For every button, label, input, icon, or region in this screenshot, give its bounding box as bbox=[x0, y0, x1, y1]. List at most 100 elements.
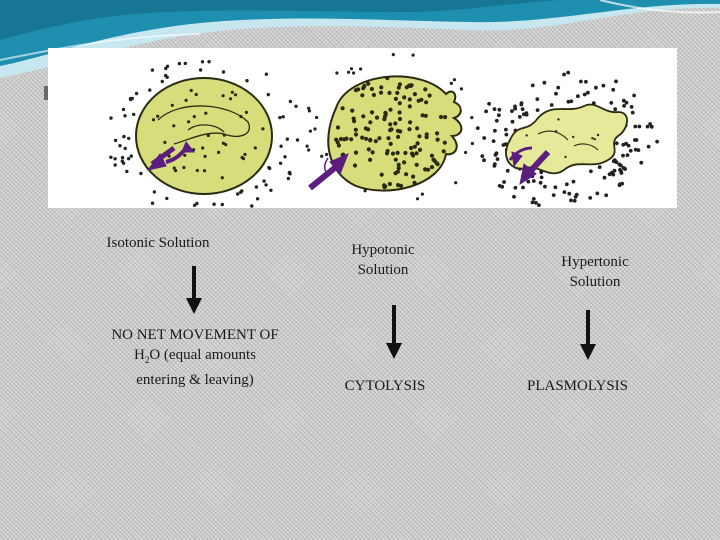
solute-dot bbox=[264, 183, 267, 186]
cytoplasm-dot bbox=[380, 173, 384, 177]
cytoplasm-dot bbox=[385, 76, 389, 80]
cytoplasm-dot bbox=[361, 86, 365, 90]
cytoplasm-dot bbox=[204, 155, 207, 158]
cytoplasm-dot bbox=[377, 136, 381, 140]
cytoplasm-dot bbox=[417, 99, 421, 103]
cytoplasm-dot bbox=[354, 132, 358, 136]
solute-dot bbox=[184, 62, 187, 65]
cytoplasm-dot bbox=[398, 110, 402, 114]
cytoplasm-dot bbox=[353, 163, 357, 167]
cytoplasm-dot bbox=[402, 160, 406, 164]
solute-dot bbox=[498, 108, 502, 112]
solute-dot bbox=[631, 111, 635, 115]
cytoplasm-dot bbox=[591, 137, 593, 139]
cytoplasm-dot bbox=[395, 91, 399, 95]
cytoplasm-dot bbox=[368, 158, 372, 162]
solute-dot bbox=[536, 108, 540, 112]
cytoplasm-dot bbox=[430, 154, 434, 158]
cytoplasm-dot bbox=[407, 127, 411, 131]
solute-dot bbox=[161, 80, 164, 83]
solute-dot bbox=[250, 204, 253, 207]
solute-dot bbox=[151, 202, 154, 205]
solute-dot bbox=[124, 147, 127, 150]
solute-dot bbox=[588, 196, 592, 200]
solute-dot bbox=[262, 179, 265, 182]
cytoplasm-dot bbox=[416, 141, 420, 145]
solute-dot bbox=[496, 157, 500, 161]
solute-dot bbox=[113, 157, 116, 160]
cytoplasm-dot bbox=[387, 91, 391, 95]
cytoplasm-dot bbox=[356, 87, 360, 91]
cytoplasm-dot bbox=[398, 117, 402, 121]
solute-dot bbox=[267, 93, 270, 96]
solute-dot bbox=[482, 158, 486, 162]
solute-dot bbox=[122, 162, 125, 165]
cytoplasm-dot bbox=[417, 134, 421, 138]
cytoplasm-dot bbox=[182, 166, 185, 169]
solute-dot bbox=[504, 128, 508, 132]
cytoplasm-dot bbox=[196, 169, 199, 172]
cytoplasm-dot bbox=[564, 156, 566, 158]
solute-dot bbox=[308, 109, 311, 112]
cytoplasm-dot bbox=[152, 118, 155, 121]
cytoplasm-dot bbox=[239, 115, 242, 118]
solute-dot bbox=[122, 108, 125, 111]
cytoplasm-dot bbox=[408, 120, 412, 124]
solute-dot bbox=[476, 126, 480, 130]
solute-dot bbox=[313, 127, 316, 130]
hypertonic-result: PLASMOLYSIS bbox=[505, 376, 650, 396]
solute-dot bbox=[164, 74, 167, 77]
solute-dot bbox=[618, 182, 622, 186]
cytoplasm-dot bbox=[185, 99, 188, 102]
solute-dot bbox=[307, 148, 310, 151]
solute-dot bbox=[193, 204, 196, 207]
solute-dot bbox=[109, 116, 112, 119]
cytoplasm-dot bbox=[336, 125, 340, 129]
cytoplasm-dot bbox=[173, 167, 176, 170]
cytoplasm-dot bbox=[597, 134, 599, 136]
solute-dot bbox=[603, 176, 607, 180]
solute-dot bbox=[127, 157, 130, 160]
solute-dot bbox=[613, 107, 617, 111]
solute-dot bbox=[633, 125, 637, 129]
solute-dot bbox=[165, 197, 168, 200]
solute-dot bbox=[350, 67, 353, 70]
solute-dot bbox=[609, 101, 613, 105]
solute-dot bbox=[296, 138, 299, 141]
cytoplasm-dot bbox=[394, 158, 398, 162]
solute-dot bbox=[565, 182, 569, 186]
solute-dot bbox=[480, 154, 484, 158]
solute-dot bbox=[307, 107, 310, 110]
cytoplasm-dot bbox=[402, 95, 406, 99]
cytoplasm-dot bbox=[341, 106, 345, 110]
solute-dot bbox=[563, 190, 567, 194]
isotonic-result: NO NET MOVEMENT OF H2O (equal amounts en… bbox=[80, 325, 310, 390]
solute-dot bbox=[471, 142, 474, 145]
solute-dot bbox=[139, 172, 142, 175]
solute-dot bbox=[623, 167, 627, 171]
cytoplasm-dot bbox=[261, 127, 264, 130]
cytoplasm-dot bbox=[572, 136, 574, 138]
solute-dot bbox=[484, 110, 488, 114]
cytoplasm-dot bbox=[367, 147, 371, 151]
cytoplasm-dot bbox=[243, 153, 246, 156]
solute-dot bbox=[495, 151, 499, 155]
cytoplasm-dot bbox=[339, 137, 343, 141]
solute-dot bbox=[279, 162, 282, 165]
cytoplasm-dot bbox=[408, 97, 412, 101]
solute-dot bbox=[500, 185, 504, 189]
cytoplasm-dot bbox=[204, 112, 207, 115]
solute-dot bbox=[207, 60, 210, 63]
solute-dot bbox=[114, 163, 117, 166]
solute-dot bbox=[294, 105, 297, 108]
hypotonic-result: CYTOLYSIS bbox=[320, 376, 450, 396]
solute-dot bbox=[506, 169, 510, 173]
solute-dot bbox=[594, 86, 598, 90]
solute-dot bbox=[268, 167, 271, 170]
solute-dot bbox=[595, 192, 599, 196]
solute-dot bbox=[132, 113, 135, 116]
solute-dot bbox=[288, 171, 291, 174]
cytoplasm-dot bbox=[443, 141, 447, 145]
solute-dot bbox=[359, 67, 362, 70]
solute-dot bbox=[522, 112, 526, 116]
